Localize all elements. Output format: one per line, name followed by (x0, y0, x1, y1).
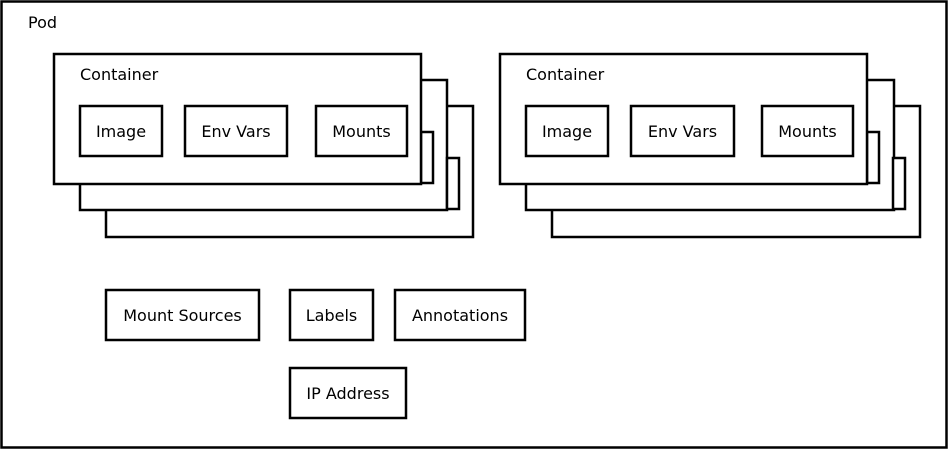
env-vars-box (183, 104, 289, 158)
mounts-label: Mounts (332, 122, 390, 141)
labels-box (288, 288, 375, 342)
image-label: Image (542, 122, 592, 141)
pod-resources: Mount Sources Labels Annotations IP Addr… (104, 288, 527, 420)
container-stack-left: Container Image Env Vars Mounts (52, 52, 475, 239)
container-label: Container (80, 65, 159, 84)
env-vars-label: Env Vars (201, 122, 270, 141)
env-vars-box (629, 104, 736, 158)
container-edge-tab (865, 130, 881, 185)
image-label: Image (96, 122, 146, 141)
container-label: Container (526, 65, 605, 84)
container-edge-tab (445, 156, 461, 211)
container-edge-tab (419, 130, 435, 185)
mount-sources-label: Mount Sources (123, 306, 242, 325)
ip-address-box (288, 366, 408, 420)
container-stack-right: Container Image Env Vars Mounts (498, 52, 922, 239)
ip-address-label: IP Address (306, 384, 389, 403)
mounts-box (314, 104, 409, 158)
mounts-label: Mounts (778, 122, 836, 141)
container-edge-tab (891, 156, 907, 211)
mounts-box (760, 104, 855, 158)
pod-label: Pod (28, 13, 57, 32)
annotations-label: Annotations (412, 306, 508, 325)
labels-label: Labels (306, 306, 358, 325)
env-vars-label: Env Vars (648, 122, 717, 141)
mount-sources-box (104, 288, 261, 342)
annotations-box (393, 288, 527, 342)
image-box (524, 104, 610, 158)
image-box (78, 104, 164, 158)
